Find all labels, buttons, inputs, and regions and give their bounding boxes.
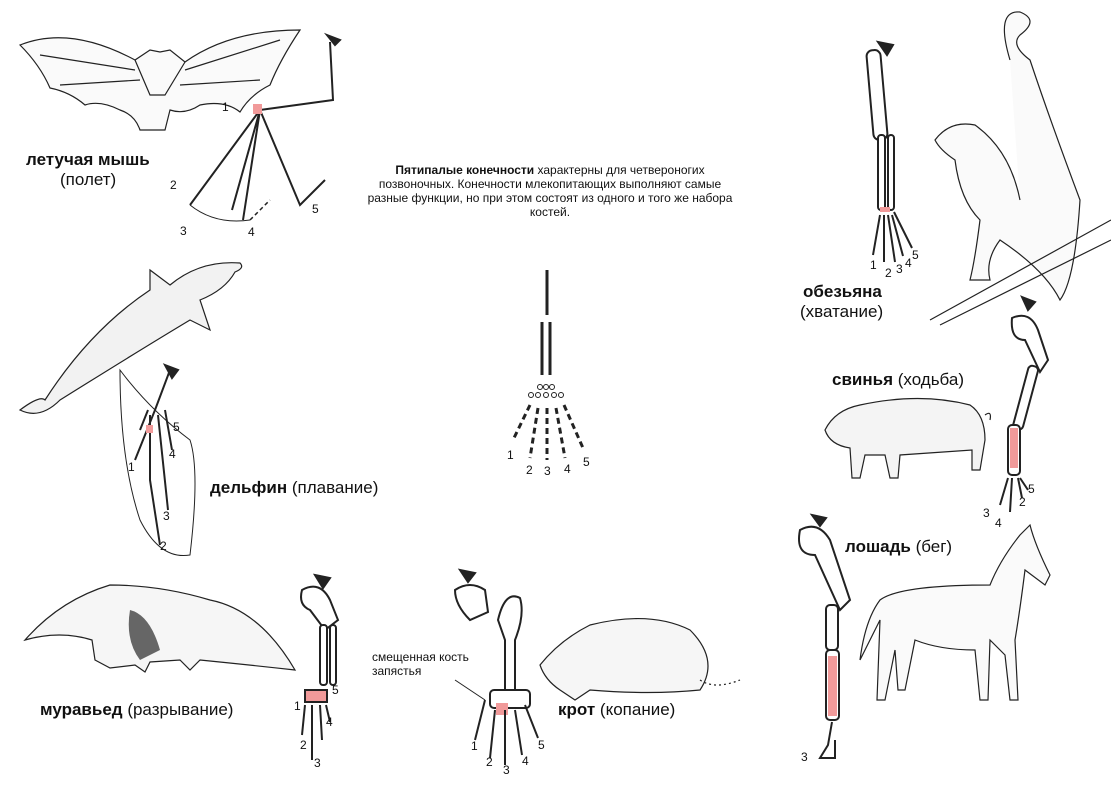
mole-digit: 3 bbox=[503, 763, 510, 777]
anteater-digit: 3 bbox=[314, 756, 321, 770]
scheme-digit: 1 bbox=[507, 448, 514, 462]
bat-wing-skeleton bbox=[189, 32, 342, 222]
anteater-digit: 2 bbox=[300, 738, 307, 752]
monkey-label: обезьяна bbox=[803, 282, 882, 302]
dolphin-digit: 1 bbox=[128, 460, 135, 474]
pig-drawing bbox=[824, 397, 992, 479]
monkey-digit: 5 bbox=[912, 248, 919, 262]
scheme-digit: 3 bbox=[544, 464, 551, 478]
scheme-digit: 2 bbox=[526, 463, 533, 477]
mole-digit: 1 bbox=[471, 739, 478, 753]
monkey-arm-skeleton bbox=[865, 40, 913, 263]
dolphin-digit: 4 bbox=[169, 447, 176, 461]
bat-digit: 2 bbox=[170, 178, 177, 192]
anteater-label: муравьед (разрывание) bbox=[40, 700, 233, 720]
dolphin-name: дельфин bbox=[210, 478, 288, 497]
mole-drawing bbox=[539, 617, 741, 701]
bat-drawing bbox=[18, 29, 302, 131]
mole-name: крот bbox=[558, 700, 596, 719]
mole-digit: 2 bbox=[486, 755, 493, 769]
intro-text: Пятипалые конечности характерны для четв… bbox=[360, 163, 740, 219]
monkey-digit: 4 bbox=[905, 256, 912, 270]
anteater-digit: 4 bbox=[326, 715, 333, 729]
monkey-digit: 1 bbox=[870, 258, 877, 272]
horse-leg-skeleton bbox=[798, 513, 852, 759]
monkey-name: обезьяна bbox=[803, 282, 882, 301]
anteater-drawing bbox=[23, 584, 297, 673]
dolphin-digit: 3 bbox=[163, 509, 170, 523]
anteater-name: муравьед bbox=[40, 700, 123, 719]
bat-digit: 3 bbox=[180, 224, 187, 238]
mole-note-line2: запястья bbox=[372, 664, 422, 678]
bat-digit: 1 bbox=[222, 100, 229, 114]
bat-digit: 4 bbox=[248, 225, 255, 239]
scheme-digit: 5 bbox=[583, 455, 590, 469]
pig-leg-skeleton bbox=[999, 295, 1050, 513]
dolphin-digit: 2 bbox=[160, 539, 167, 553]
mole-note-line1: смещенная кость bbox=[372, 650, 469, 664]
anteater-function: (разрывание) bbox=[127, 700, 234, 719]
dolphin-digit: 5 bbox=[173, 420, 180, 434]
bat-label: летучая мышь bbox=[26, 150, 150, 170]
dolphin-drawing bbox=[18, 262, 243, 557]
dolphin-label: дельфин (плавание) bbox=[210, 478, 378, 498]
anteater-arm-skeleton bbox=[300, 573, 340, 760]
horse-function: (бег) bbox=[915, 537, 953, 556]
mole-digit: 5 bbox=[538, 738, 545, 752]
bat-function: (полет) bbox=[60, 170, 117, 189]
intro-body: характерны для четвероногих позвоночных.… bbox=[367, 163, 733, 219]
horse-digit: 3 bbox=[801, 750, 808, 764]
pig-name: свинья bbox=[832, 370, 893, 389]
bat-name: летучая мышь bbox=[26, 150, 150, 169]
pig-digit: 4 bbox=[995, 516, 1002, 530]
mole-function: (копание) bbox=[599, 700, 676, 719]
anteater-digit: 5 bbox=[332, 683, 339, 697]
horse-drawing bbox=[859, 523, 1051, 701]
bat-digit: 5 bbox=[312, 202, 319, 216]
monkey-digit: 2 bbox=[885, 266, 892, 280]
monkey-drawing bbox=[929, 11, 1111, 326]
mole-label: крот (копание) bbox=[558, 700, 675, 720]
dolphin-flipper-skeleton bbox=[134, 363, 180, 546]
pig-digit: 5 bbox=[1028, 482, 1035, 496]
intro-bold: Пятипалые конечности bbox=[395, 163, 535, 177]
monkey-digit: 3 bbox=[896, 262, 903, 276]
pig-digit: 2 bbox=[1019, 495, 1026, 509]
dolphin-function: (плавание) bbox=[291, 478, 379, 497]
mole-digit: 4 bbox=[522, 754, 529, 768]
mole-arm-skeleton bbox=[453, 568, 539, 765]
anteater-digit: 1 bbox=[294, 699, 301, 713]
monkey-function: (хватание) bbox=[800, 302, 884, 321]
generalized-limb-scheme bbox=[511, 270, 585, 460]
horse-label: лошадь (бег) bbox=[845, 537, 952, 557]
pig-label: свинья (ходьба) bbox=[832, 370, 964, 390]
pig-function: (ходьба) bbox=[897, 370, 965, 389]
scheme-digit: 4 bbox=[564, 462, 571, 476]
horse-name: лошадь bbox=[845, 537, 911, 556]
pig-digit: 3 bbox=[983, 506, 990, 520]
